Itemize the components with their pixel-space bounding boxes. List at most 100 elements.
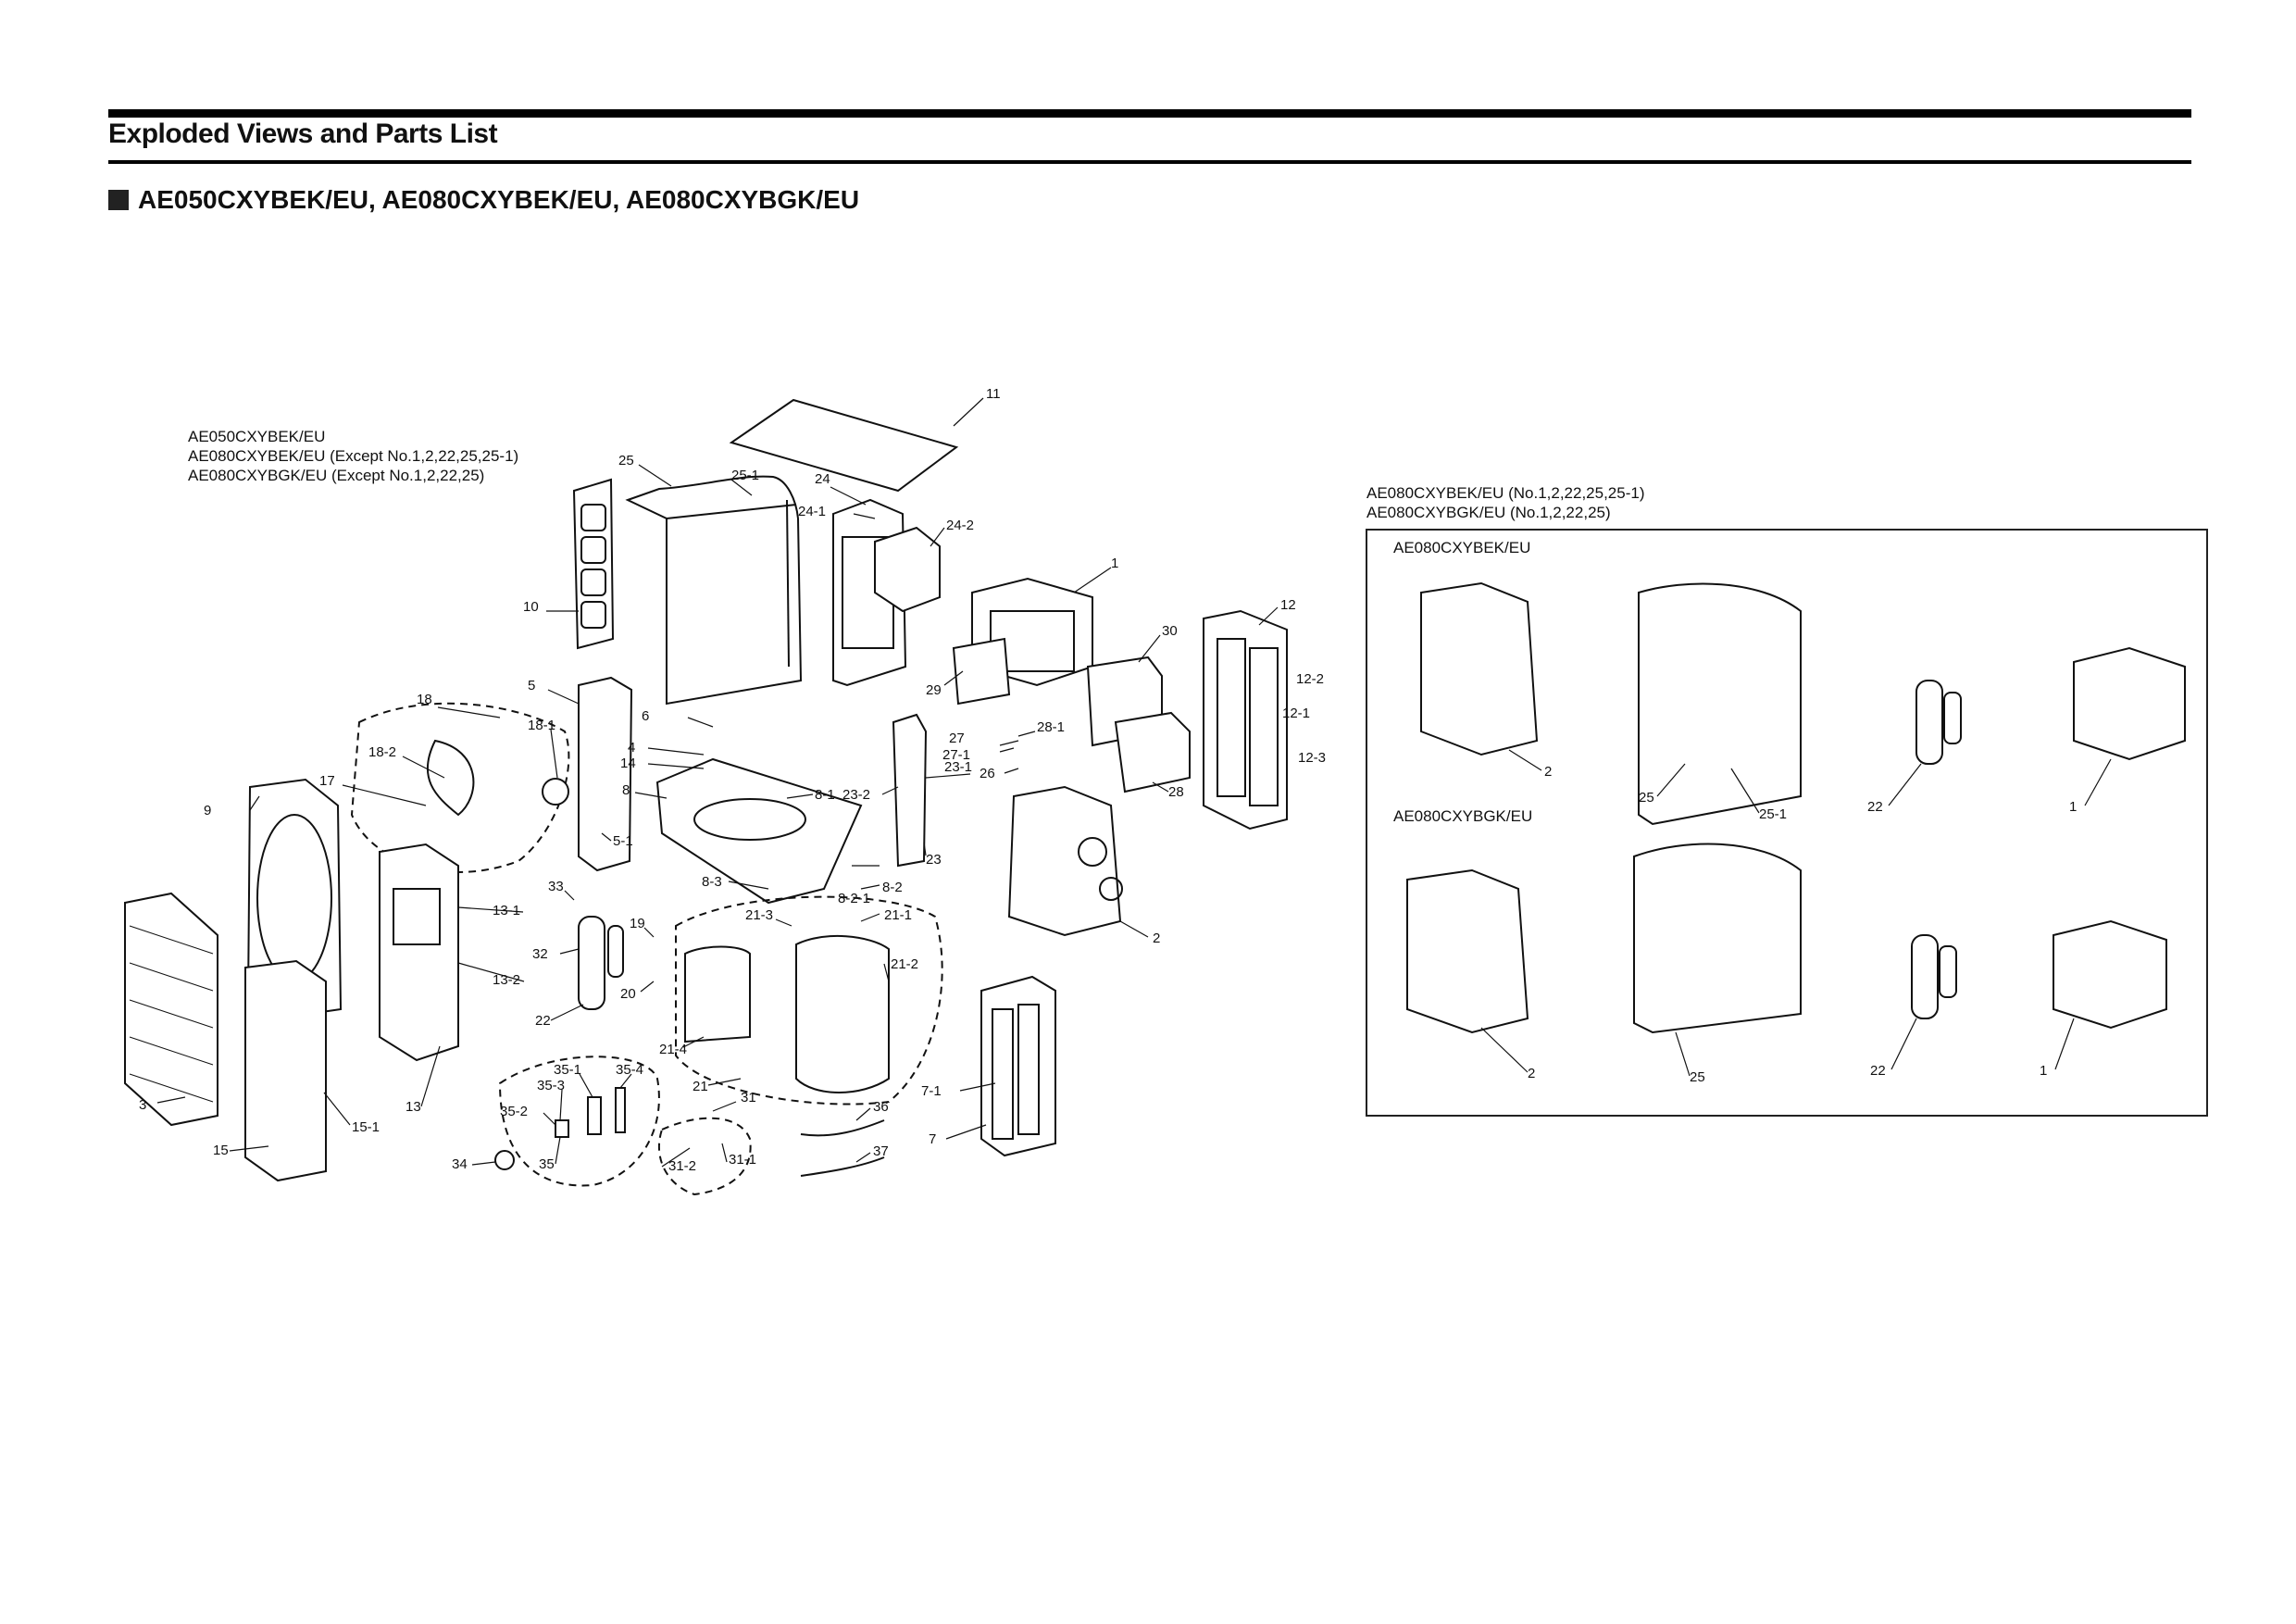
- inset-row1-label: AE080CXYBEK/EU: [1393, 539, 1531, 556]
- callout-24-2: 24-2: [946, 518, 974, 533]
- callout-33: 33: [548, 879, 564, 894]
- insulation-part-21-4: [684, 945, 751, 1043]
- callout-10: 10: [523, 599, 539, 615]
- callout-11: 11: [986, 386, 1001, 402]
- side-panel-part: [379, 843, 459, 1062]
- callout-19: 19: [630, 916, 645, 931]
- callout-7: 7: [929, 1131, 936, 1147]
- model-heading: AE050CXYBEK/EU, AE080CXYBEK/EU, AE080CXY…: [108, 185, 859, 215]
- callout-4: 4: [628, 740, 635, 756]
- callout-35-4: 35-4: [616, 1062, 643, 1078]
- callout-21: 21: [693, 1079, 708, 1094]
- inset-row2-compressor: [1911, 934, 1939, 1019]
- inset-callout-25: 25: [1639, 790, 1654, 806]
- note-line: AE080CXYBEK/EU (Except No.1,2,22,25,25-1…: [188, 447, 519, 465]
- inset-row1-compressor: [1915, 680, 1943, 765]
- callout-31: 31: [741, 1090, 756, 1106]
- inset-callout-25-1: 25-1: [1759, 806, 1787, 822]
- compressor-part: [578, 916, 605, 1010]
- callout-29: 29: [926, 682, 942, 698]
- support-column-part: [578, 676, 633, 872]
- callout-21-3: 21-3: [745, 907, 773, 923]
- callout-24-1: 24-1: [798, 504, 826, 519]
- inset-row1-control-box: [2073, 646, 2186, 761]
- callout-28: 28: [1168, 784, 1184, 800]
- callout-21-1: 21-1: [884, 907, 912, 923]
- note-line: AE080CXYBGK/EU (Except No.1,2,22,25): [188, 467, 485, 484]
- control-cover-part: [874, 526, 941, 613]
- main-applicability-note: AE050CXYBEK/EU AE080CXYBEK/EU (Except No…: [188, 427, 518, 485]
- callout-23: 23: [926, 852, 942, 868]
- callout-21-2: 21-2: [891, 956, 918, 972]
- inset-callout-2: 2: [1528, 1066, 1535, 1081]
- header-rule-top: [108, 109, 2191, 118]
- fan-blade-part: [426, 739, 475, 817]
- wire-group-outline: [657, 1117, 752, 1196]
- inset-applicability-note: AE080CXYBEK/EU (No.1,2,22,25,25-1) AE080…: [1366, 483, 1645, 522]
- callout-8-2-1: 8-2-1: [838, 891, 870, 906]
- callout-31-1: 31-1: [729, 1152, 756, 1168]
- callout-18-1: 18-1: [528, 718, 555, 733]
- callout-5-1: 5-1: [613, 833, 633, 849]
- callout-18-2: 18-2: [368, 744, 396, 760]
- inset-callout-1: 1: [2040, 1063, 2047, 1079]
- bracket-part: [892, 713, 928, 868]
- inset-row2-label: AE080CXYBGK/EU: [1393, 807, 1533, 825]
- callout-32: 32: [532, 946, 548, 962]
- sensor-group-outline: [498, 1056, 660, 1187]
- callout-8: 8: [622, 782, 630, 798]
- callout-35: 35: [539, 1156, 555, 1172]
- callout-22: 22: [535, 1013, 551, 1029]
- top-panel-part: [729, 398, 959, 493]
- callout-17: 17: [319, 773, 335, 789]
- model-heading-text: AE050CXYBEK/EU, AE080CXYBEK/EU, AE080CXY…: [138, 185, 860, 214]
- callout-26: 26: [980, 766, 995, 781]
- callout-23-2: 23-2: [842, 787, 870, 803]
- callout-7-1: 7-1: [921, 1083, 942, 1099]
- callout-6: 6: [642, 708, 649, 724]
- callout-18: 18: [417, 692, 432, 707]
- heat-exchanger-part: [625, 475, 803, 706]
- inset-row2-heat-exchanger: [1633, 843, 1802, 1034]
- inset-callout-1: 1: [2069, 799, 2077, 815]
- wire-harness-37: [800, 1156, 885, 1177]
- callout-13-2: 13-2: [493, 972, 520, 988]
- callout-30: 30: [1162, 623, 1178, 639]
- callout-23-1: 23-1: [944, 759, 972, 775]
- note-line: AE080CXYBEK/EU (No.1,2,22,25,25-1): [1366, 484, 1645, 502]
- callout-12: 12: [1280, 597, 1296, 613]
- callout-8-2: 8-2: [882, 880, 903, 895]
- insulation-group-outline: [675, 895, 943, 1106]
- callout-28-1: 28-1: [1037, 719, 1065, 735]
- header-rule-bottom: [108, 160, 2191, 164]
- callout-25-1: 25-1: [731, 468, 759, 483]
- callout-14: 14: [620, 756, 636, 771]
- callout-12-1: 12-1: [1282, 706, 1310, 721]
- callout-31-2: 31-2: [668, 1158, 696, 1174]
- callout-27-1: 27-1: [942, 747, 970, 763]
- inset-row2-control-box: [2053, 919, 2167, 1030]
- base-pan-part: [655, 757, 863, 905]
- cover-plate-29: [952, 637, 1011, 706]
- callout-15-1: 15-1: [352, 1119, 380, 1135]
- cover-plate-28: [1114, 711, 1191, 793]
- inset-callout-22: 22: [1867, 799, 1883, 815]
- callout-36: 36: [873, 1099, 889, 1115]
- callout-20: 20: [620, 986, 636, 1002]
- inset-callout-22: 22: [1870, 1063, 1886, 1079]
- inset-row1-pipe-assembly: [1420, 581, 1539, 756]
- callout-9: 9: [204, 803, 211, 818]
- callout-13-1: 13-1: [493, 903, 520, 918]
- callout-35-2: 35-2: [500, 1104, 528, 1119]
- front-grille-part: [124, 892, 218, 1127]
- inset-callout-25: 25: [1690, 1069, 1705, 1085]
- fan-motor-part: [542, 778, 569, 806]
- front-panel-part: [244, 959, 327, 1182]
- callout-35-3: 35-3: [537, 1078, 565, 1093]
- wire-harness-36: [800, 1119, 885, 1137]
- fan-group-outline: [350, 702, 570, 873]
- callout-2: 2: [1153, 931, 1160, 946]
- sensor-part-34: [494, 1150, 515, 1170]
- callout-1: 1: [1111, 556, 1118, 571]
- heading-square-icon: [108, 190, 129, 210]
